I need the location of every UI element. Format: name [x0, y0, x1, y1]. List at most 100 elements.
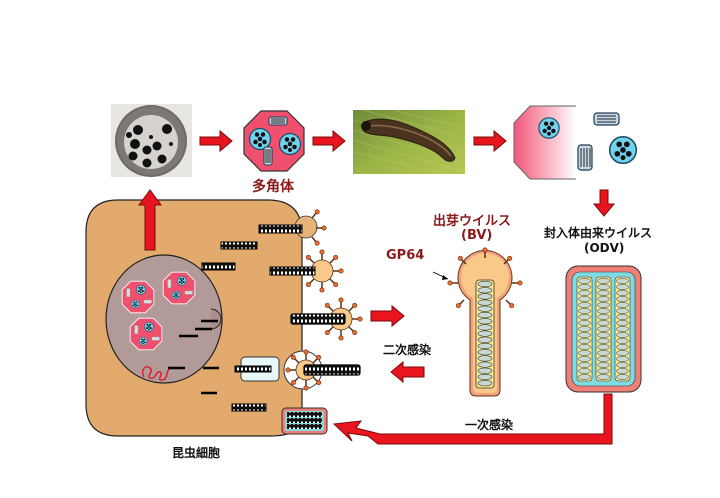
capsid-icon — [220, 241, 258, 250]
capsid-segment — [597, 302, 610, 308]
capsid-segment — [477, 305, 493, 312]
nucleocapsid-dashes — [168, 319, 219, 395]
capsid-segment — [578, 332, 591, 338]
capsid-segment — [616, 296, 629, 302]
capsid-segment — [597, 362, 610, 368]
capsid-segment — [616, 326, 629, 332]
entering-odv-icon — [281, 407, 328, 435]
capsid-segment — [578, 296, 591, 302]
capsid-segment — [578, 302, 591, 308]
capsid-segment — [597, 308, 610, 314]
capsid-segment — [616, 356, 629, 362]
nuclear-polyhedron-icon — [122, 281, 154, 313]
capsid-segment — [616, 368, 629, 374]
arrow-right-icon — [199, 129, 233, 153]
primary-infection-arrow-icon — [332, 393, 613, 445]
capsid-segment — [477, 349, 493, 356]
capsid-segment — [616, 332, 629, 338]
capsid-segment — [578, 374, 591, 380]
capsid-segment — [616, 278, 629, 284]
odv-title-label: 封入体由来ウイルス — [544, 226, 653, 240]
capsid-segment — [578, 326, 591, 332]
capsid-segment — [616, 362, 629, 368]
endosome-icon — [234, 356, 280, 382]
budding-virion-icon — [258, 208, 327, 247]
capsid-segment — [477, 367, 493, 374]
budding-virion-icon — [269, 249, 344, 293]
arrow-right-icon — [473, 129, 507, 153]
capsid-segment — [597, 320, 610, 326]
capsid-segment — [578, 278, 591, 284]
capsid-segment — [616, 290, 629, 296]
capsid-segment — [578, 338, 591, 344]
capsid-segment — [597, 374, 610, 380]
secondary-infection-label: 二次感染 — [383, 343, 432, 357]
capsid-segment — [578, 350, 591, 356]
capsid-segment — [616, 374, 629, 380]
polyhedra-label: 多角体 — [252, 179, 294, 195]
capsid-segment — [616, 344, 629, 350]
capsid-segment — [578, 284, 591, 290]
capsid-segment — [477, 318, 493, 325]
capsid-segment — [477, 373, 493, 381]
capsid-segment — [616, 314, 629, 320]
capsid-segment — [477, 355, 493, 362]
arrow-down-icon — [592, 189, 616, 217]
arrow-right-icon — [312, 129, 346, 153]
budded-virus-icon — [432, 247, 523, 397]
capsid-segment — [578, 368, 591, 374]
capsid-segment — [597, 344, 610, 350]
capsid-segment — [616, 302, 629, 308]
insect-cell-label: 昆虫細胞 — [172, 446, 221, 460]
capsid-segment — [578, 344, 591, 350]
em-polyhedron-photo — [111, 104, 192, 177]
capsid-segment — [578, 362, 591, 368]
capsid-segment — [616, 338, 629, 344]
capsid-segment — [477, 361, 493, 368]
nuclear-polyhedron-icon — [130, 318, 162, 350]
odv-abbr-label: (ODV) — [584, 241, 625, 255]
capsid-segment — [597, 278, 610, 284]
capsid-segment — [616, 350, 629, 356]
capsid-segment — [578, 290, 591, 296]
capsid-segment — [616, 308, 629, 314]
capsid-segment — [597, 296, 610, 302]
capsid-segment — [578, 308, 591, 314]
capsid-segment — [597, 284, 610, 290]
nucleus — [105, 254, 223, 384]
capsid-segment — [578, 356, 591, 362]
occlusion-derived-virus-icon — [565, 265, 642, 393]
nuclear-polyhedron-icon — [163, 272, 195, 304]
capsid-segment — [616, 320, 629, 326]
dissolving-polyhedron-icon — [513, 105, 638, 180]
gp64-label: GP64 — [386, 248, 425, 263]
bv-title-label: 出芽ウイルス — [433, 214, 512, 229]
capsid-segment — [597, 314, 610, 320]
budding-virion-icon — [290, 297, 363, 341]
capsid-segment — [477, 330, 493, 337]
capsid-icon — [231, 403, 267, 412]
arrow-right-icon — [370, 304, 405, 328]
larva-photo — [353, 110, 465, 174]
arrow-left-icon — [390, 360, 425, 384]
capsid-segment — [578, 320, 591, 326]
polyhedron-icon — [243, 110, 305, 172]
capsid-segment — [477, 299, 493, 306]
primary-infection-label: 一次感染 — [465, 418, 514, 432]
arrow-up-icon — [138, 189, 162, 251]
entering-virion-icon — [283, 349, 361, 391]
capsid-segment — [477, 336, 493, 343]
bv-abbr-label: (BV) — [461, 228, 493, 243]
capsid-segment — [477, 280, 493, 288]
capsid-segment — [597, 338, 610, 344]
capsid-segment — [477, 380, 493, 387]
capsid-segment — [597, 326, 610, 332]
capsid-segment — [597, 368, 610, 374]
capsid-segment — [477, 324, 493, 331]
capsid-segment — [477, 287, 493, 294]
capsid-segment — [477, 342, 493, 350]
capsid-segment — [597, 356, 610, 362]
capsid-segment — [477, 311, 493, 319]
